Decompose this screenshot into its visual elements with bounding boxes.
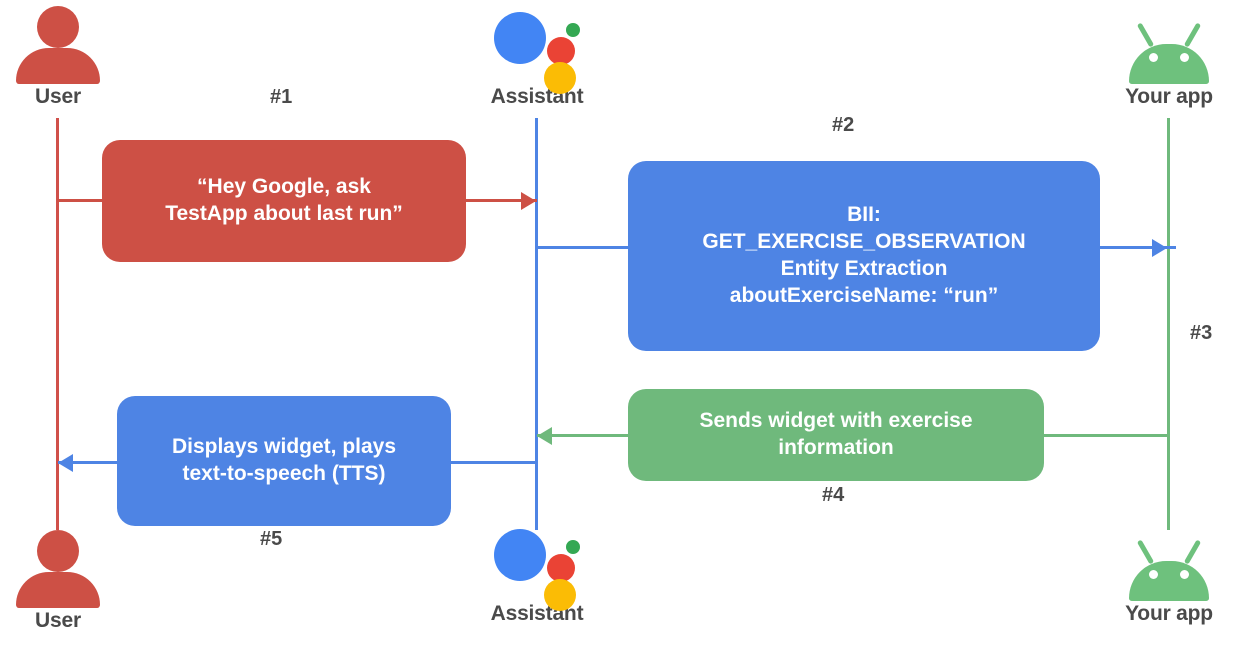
message-line: aboutExerciseName: “run” <box>729 283 999 307</box>
assistant-icon-yellow-dot <box>544 579 576 611</box>
message-line: text-to-speech (TTS) <box>182 462 386 485</box>
user-icon-head <box>37 6 79 48</box>
message-line: TestApp about last run” <box>165 202 403 225</box>
message-line: “Hey Google, ask <box>197 175 371 199</box>
android-icon-antenna-left <box>1136 22 1155 48</box>
android-icon-eye-left <box>1149 53 1158 62</box>
message-line: information <box>778 436 894 459</box>
message-line: Displays widget, plays <box>171 435 397 459</box>
assistant-icon-blue-dot <box>494 12 546 64</box>
actor-assistant-bottom: Assistant <box>469 521 605 624</box>
assistant-icon-green-dot <box>566 540 580 554</box>
android-icon-eye-left <box>1149 570 1158 579</box>
arrowhead-to-assistant-step4 <box>537 427 552 445</box>
lifeline-user <box>56 118 59 530</box>
assistant-icon-red-dot <box>547 554 575 582</box>
step-label-2: #2 <box>832 114 855 136</box>
actor-label-user-bottom: User <box>35 609 81 632</box>
user-icon <box>16 530 100 608</box>
actor-your-app-bottom: Your app <box>1104 527 1234 624</box>
actor-user-bottom: User <box>16 530 100 631</box>
android-icon <box>1123 10 1215 84</box>
actor-user-top: User <box>16 6 100 107</box>
user-icon-body <box>16 48 100 84</box>
arrowhead-to-user-step5 <box>58 454 73 472</box>
google-assistant-icon <box>492 4 582 94</box>
user-icon-head <box>37 530 79 572</box>
message-line: Sends widget with exercise <box>699 409 973 433</box>
actor-label-user-top: User <box>35 85 81 108</box>
arrowhead-to-app-step3 <box>1152 239 1167 257</box>
step-label-3: #3 <box>1190 322 1213 344</box>
assistant-icon-yellow-dot <box>544 62 576 94</box>
android-icon-antenna-right <box>1183 539 1202 565</box>
message-line: BII: <box>847 203 881 227</box>
user-icon-body <box>16 572 100 608</box>
android-icon-antenna-right <box>1183 22 1202 48</box>
step-label-1: #1 <box>270 86 293 108</box>
arrowhead-to-assistant-step1 <box>521 192 536 210</box>
google-assistant-icon <box>492 521 582 611</box>
android-icon <box>1123 527 1215 601</box>
actor-label-assistant-top: Assistant <box>490 85 584 108</box>
actor-your-app-top: Your app <box>1104 10 1234 107</box>
assistant-icon-green-dot <box>566 23 580 37</box>
message-box-step-4: Sends widget with exercise information <box>628 389 1044 481</box>
user-icon <box>16 6 100 84</box>
assistant-icon-red-dot <box>547 37 575 65</box>
android-icon-head <box>1129 561 1209 601</box>
actor-assistant-top: Assistant <box>469 4 605 107</box>
message-box-step-5: Displays widget, plays text-to-speech (T… <box>117 396 451 526</box>
message-box-step-1: “Hey Google, ask TestApp about last run” <box>102 140 466 262</box>
android-icon-antenna-left <box>1136 539 1155 565</box>
lifeline-your-app <box>1167 118 1170 530</box>
step-label-5: #5 <box>260 528 283 550</box>
step-label-4: #4 <box>822 484 845 506</box>
assistant-icon-blue-dot <box>494 529 546 581</box>
actor-label-your-app-bottom: Your app <box>1125 602 1213 625</box>
message-line: Entity Extraction <box>780 257 948 280</box>
android-icon-eye-right <box>1180 53 1189 62</box>
android-icon-head <box>1129 44 1209 84</box>
lifeline-assistant <box>535 118 538 530</box>
actor-label-assistant-bottom: Assistant <box>490 602 584 625</box>
message-box-step-2: BII: GET_EXERCISE_OBSERVATION Entity Ext… <box>628 161 1100 351</box>
actor-label-your-app-top: Your app <box>1125 85 1213 108</box>
message-line: GET_EXERCISE_OBSERVATION <box>702 230 1026 254</box>
android-icon-eye-right <box>1180 570 1189 579</box>
